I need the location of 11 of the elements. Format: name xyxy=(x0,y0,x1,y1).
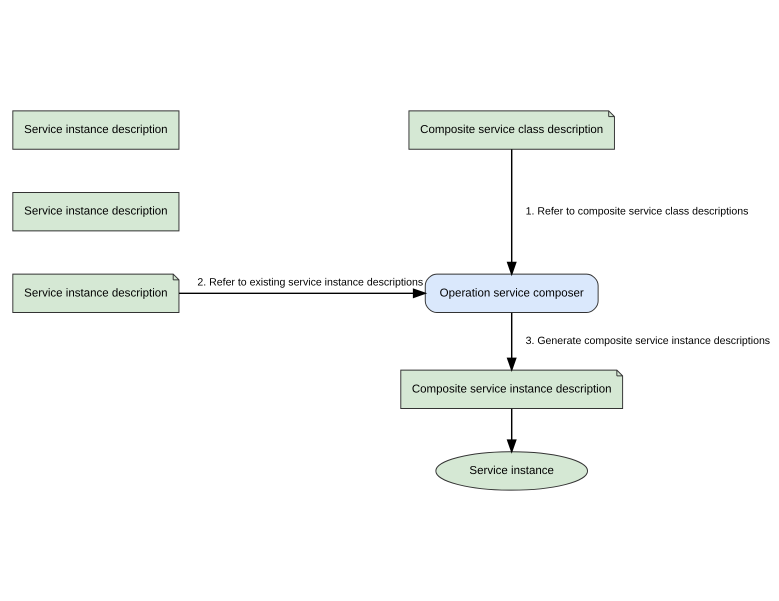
edge-label: 3. Generate composite service instance descriptions xyxy=(526,335,770,347)
edge-label: 2. Refer to existing service instance descriptions xyxy=(197,276,424,288)
node-ellipse: Service instance xyxy=(435,451,588,491)
node-box: Operation service composer xyxy=(424,274,599,313)
arrow xyxy=(506,150,517,276)
arrow xyxy=(506,312,517,372)
node-box: Service instance description xyxy=(12,110,180,150)
arrow xyxy=(179,288,428,298)
node-box: Service instance description xyxy=(12,192,180,232)
arrow xyxy=(506,408,517,454)
edge-label: 1. Refer to composite service class descriptions xyxy=(526,205,748,218)
